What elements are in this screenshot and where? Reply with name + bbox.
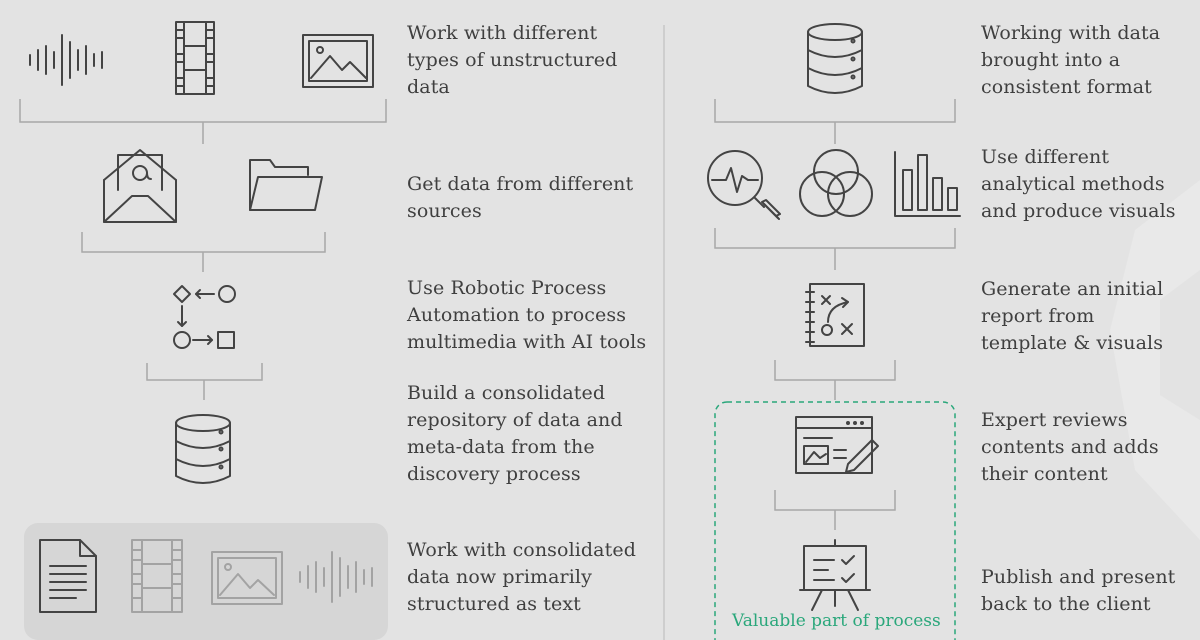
left-step-1-text: Work with different types of unstructure… xyxy=(407,22,618,98)
valuable-process-note: Valuable part of process xyxy=(732,611,941,631)
bar-chart-icon xyxy=(894,151,961,217)
bracket-right-2 xyxy=(714,228,956,270)
right-step-4-text: Expert reviews contents and adds their c… xyxy=(981,409,1159,485)
right-step-3-text: Generate an initial report from template… xyxy=(981,278,1164,354)
film-strip-icon xyxy=(131,539,183,613)
bracket-left-3 xyxy=(146,363,263,400)
email-icon xyxy=(103,149,177,223)
highlight-box xyxy=(714,401,956,640)
right-step-5-text: Publish and present back to the client xyxy=(981,566,1176,615)
left-step-3-text: Use Robotic Process Automation to proces… xyxy=(407,277,647,353)
database-icon xyxy=(807,23,863,94)
bracket-left-2 xyxy=(81,232,326,272)
bracket-right-3 xyxy=(774,360,896,400)
folder-icon xyxy=(249,159,323,211)
document-icon xyxy=(39,539,97,613)
strategy-notebook-icon xyxy=(805,283,865,347)
image-icon xyxy=(302,34,374,88)
database-icon xyxy=(175,414,231,484)
left-step-4-text: Build a consolidated repository of data … xyxy=(407,382,623,485)
watermark-shape xyxy=(1110,180,1200,540)
rpa-flow-icon xyxy=(173,285,236,349)
audio-wave-icon xyxy=(29,34,103,86)
image-icon xyxy=(211,551,283,605)
venn-diagram-icon xyxy=(799,149,873,217)
film-strip-icon xyxy=(175,21,215,95)
left-step-5-text: Work with consolidated data now primaril… xyxy=(407,539,636,615)
faded-panel xyxy=(24,523,388,640)
bracket-right-4 xyxy=(774,490,896,530)
presentation-board-icon xyxy=(799,539,871,611)
bracket-left-1 xyxy=(19,99,387,144)
left-step-2-text: Get data from different sources xyxy=(407,173,634,222)
bracket-right-1 xyxy=(714,99,956,144)
audio-wave-icon xyxy=(299,551,373,603)
right-step-2-text: Use different analytical methods and pro… xyxy=(981,146,1176,222)
right-step-1-text: Working with data brought into a consist… xyxy=(981,22,1161,98)
edit-document-icon xyxy=(795,416,879,474)
magnifier-chart-icon xyxy=(707,150,781,220)
